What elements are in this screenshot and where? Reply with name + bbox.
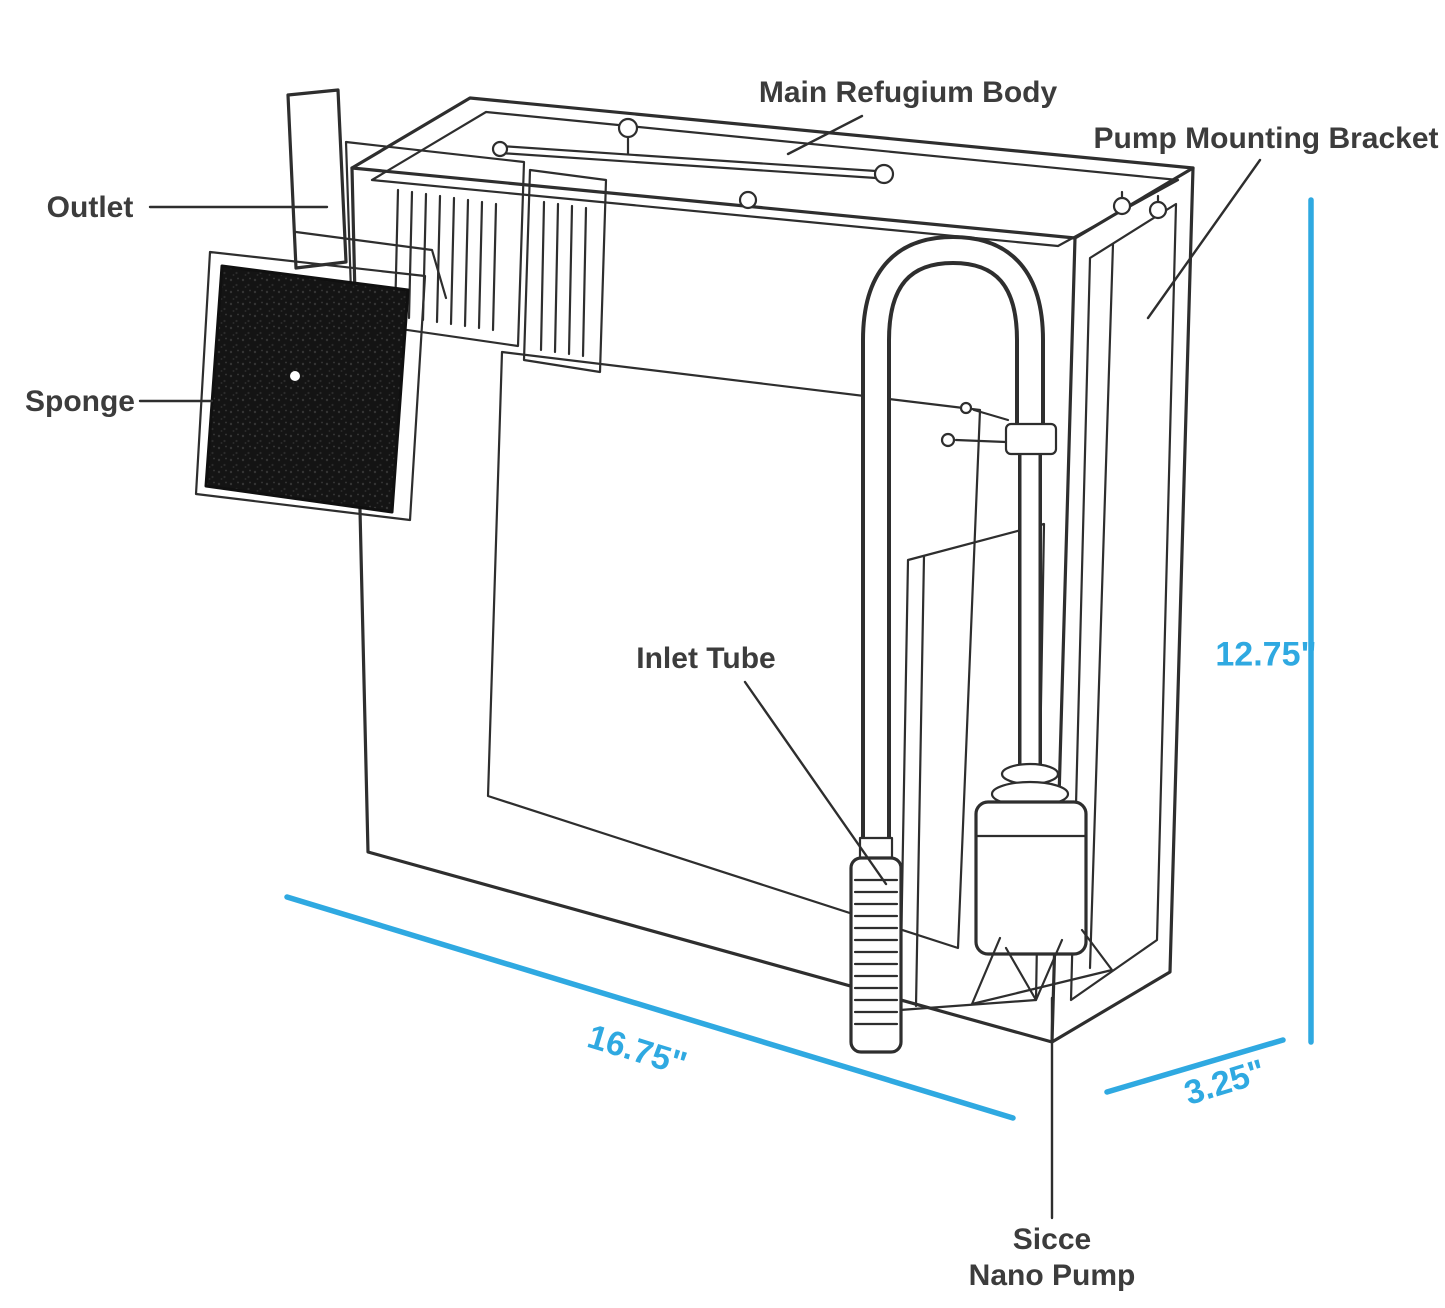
pump-label-line1: Sicce bbox=[1012, 1223, 1092, 1256]
label-pump-mounting-bracket: Pump Mounting Bracket bbox=[1093, 122, 1439, 155]
label-main-refugium-body: Main Refugium Body bbox=[758, 76, 1058, 109]
label-sicce-nano-pump: Sicce Nano Pump bbox=[969, 1222, 1136, 1294]
tube-clamp bbox=[940, 401, 1058, 456]
dimension-line-depth bbox=[1104, 1037, 1286, 1095]
pump-shape bbox=[970, 762, 1114, 1006]
dimension-line-width bbox=[284, 894, 1016, 1121]
strainer-shape bbox=[849, 836, 903, 1054]
dimension-height-text: 12.75" bbox=[1215, 635, 1317, 674]
label-outlet: Outlet bbox=[46, 191, 134, 224]
outlet-assembly bbox=[194, 88, 608, 522]
leader-lines bbox=[138, 114, 1262, 1220]
label-sponge: Sponge bbox=[25, 385, 135, 418]
mounting-hardware bbox=[491, 117, 1168, 220]
dimension-lines bbox=[284, 197, 1314, 1121]
sponge-shape bbox=[204, 264, 410, 514]
inlet-tube-shape bbox=[861, 234, 1045, 883]
pump-bracket-panel bbox=[1069, 202, 1178, 1002]
pump-label-line2: Nano Pump bbox=[968, 1259, 1136, 1292]
leader-main-body bbox=[786, 114, 864, 156]
leader-inlet-tube bbox=[743, 680, 888, 886]
label-inlet-tube: Inlet Tube bbox=[636, 642, 776, 675]
sponge-highlight-dot bbox=[290, 371, 300, 381]
leader-pump-bracket bbox=[1146, 158, 1262, 320]
